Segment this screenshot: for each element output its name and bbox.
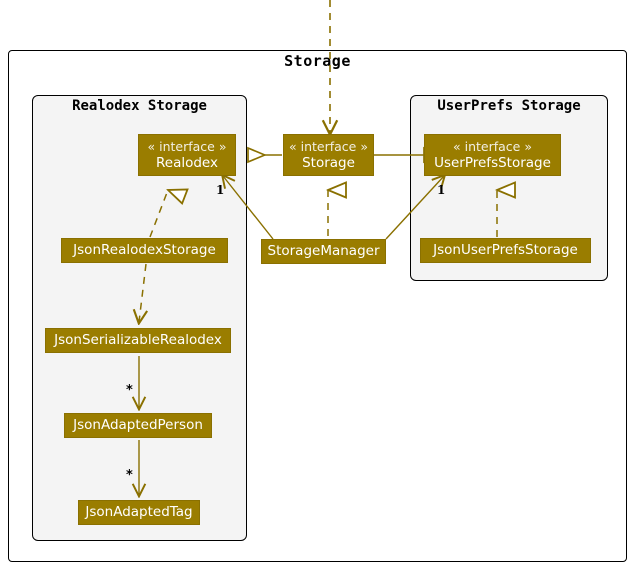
stereotype-label: « interface » xyxy=(147,139,227,154)
class-jsonadaptedtag[interactable]: JsonAdaptedTag xyxy=(78,500,200,525)
class-storagemanager[interactable]: StorageManager xyxy=(261,239,386,264)
class-userprefsstorage-interface[interactable]: « interface » UserPrefsStorage xyxy=(424,134,561,176)
class-storage-interface[interactable]: « interface » Storage xyxy=(283,134,374,176)
class-name-label: UserPrefsStorage xyxy=(434,155,551,171)
class-jsonrealodexstorage[interactable]: JsonRealodexStorage xyxy=(61,238,228,263)
class-name-label: JsonRealodexStorage xyxy=(73,242,216,258)
userprefs-storage-package-title: UserPrefs Storage xyxy=(437,98,581,114)
class-name-label: Realodex xyxy=(156,155,218,171)
multiplicity-tag-many: * xyxy=(126,468,133,483)
class-name-label: JsonSerializableRealodex xyxy=(54,332,222,348)
class-name-label: JsonUserPrefsStorage xyxy=(433,242,578,258)
class-name-label: JsonAdaptedPerson xyxy=(73,417,203,433)
class-realodex-interface[interactable]: « interface » Realodex xyxy=(138,134,236,176)
multiplicity-realodex: 1 xyxy=(216,183,225,197)
class-jsonserializablerealodex[interactable]: JsonSerializableRealodex xyxy=(45,328,231,353)
class-name-label: StorageManager xyxy=(267,243,380,259)
class-name-label: Storage xyxy=(302,155,355,171)
class-jsonuserprefsstorage[interactable]: JsonUserPrefsStorage xyxy=(420,238,591,263)
stereotype-label: « interface » xyxy=(453,139,532,154)
storage-package-title: Storage xyxy=(284,52,351,70)
storage-package-frame xyxy=(8,50,627,562)
multiplicity-person-many: * xyxy=(126,383,133,398)
class-jsonadaptedperson[interactable]: JsonAdaptedPerson xyxy=(64,413,212,438)
realodex-storage-package-title: Realodex Storage xyxy=(72,98,207,114)
multiplicity-userprefs: 1 xyxy=(437,183,446,197)
stereotype-label: « interface » xyxy=(289,139,368,154)
class-name-label: JsonAdaptedTag xyxy=(85,504,193,520)
